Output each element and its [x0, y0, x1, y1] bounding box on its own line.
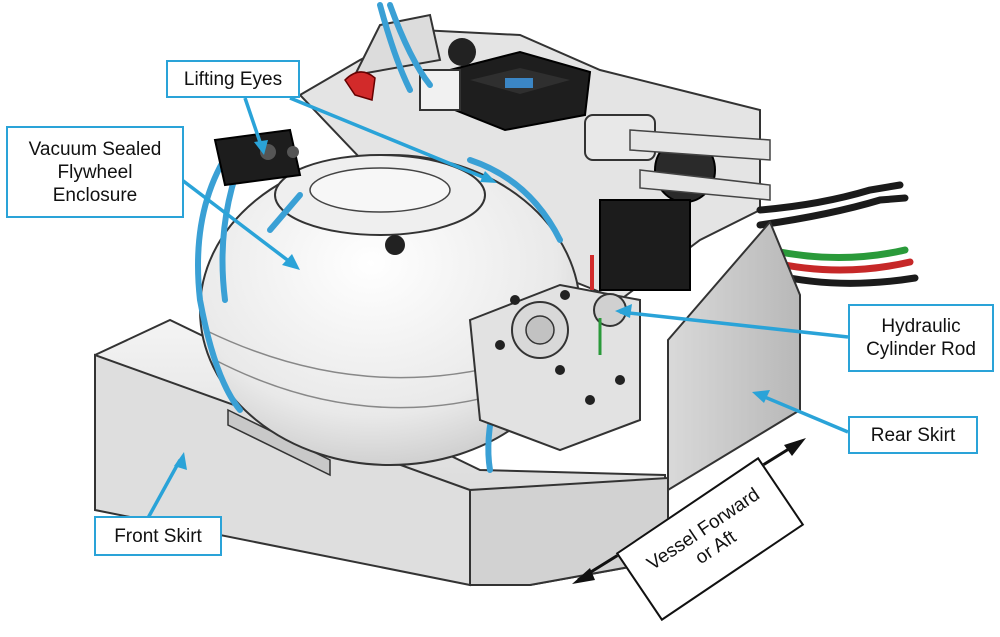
leader-hydraulic-rod — [619, 310, 849, 339]
rear-skirt-panel — [667, 220, 801, 492]
coolant-hoses — [195, 2, 563, 473]
callout-flywheel-enclosure: Vacuum Sealed Flywheel Enclosure — [6, 126, 184, 218]
leader-lifting-eyes-left — [243, 97, 264, 149]
callout-rear-skirt: Rear Skirt — [848, 416, 978, 454]
callout-front-skirt: Front Skirt — [94, 516, 222, 556]
leader-front-skirt — [146, 459, 182, 519]
leader-rear-skirt — [759, 393, 849, 434]
callout-hydraulic-rod: Hydraulic Cylinder Rod — [848, 304, 994, 372]
leader-flywheel — [180, 178, 292, 264]
leader-lines — [146, 96, 849, 519]
control-box — [419, 38, 592, 132]
leader-arrowheads — [174, 140, 770, 470]
leader-lifting-eyes-right — [289, 96, 491, 182]
power-cables — [756, 181, 919, 287]
right-machinery — [584, 114, 771, 291]
red-lever — [344, 71, 376, 101]
callout-lifting-eyes: Lifting Eyes — [166, 60, 300, 98]
hydraulic-assembly — [468, 255, 641, 452]
